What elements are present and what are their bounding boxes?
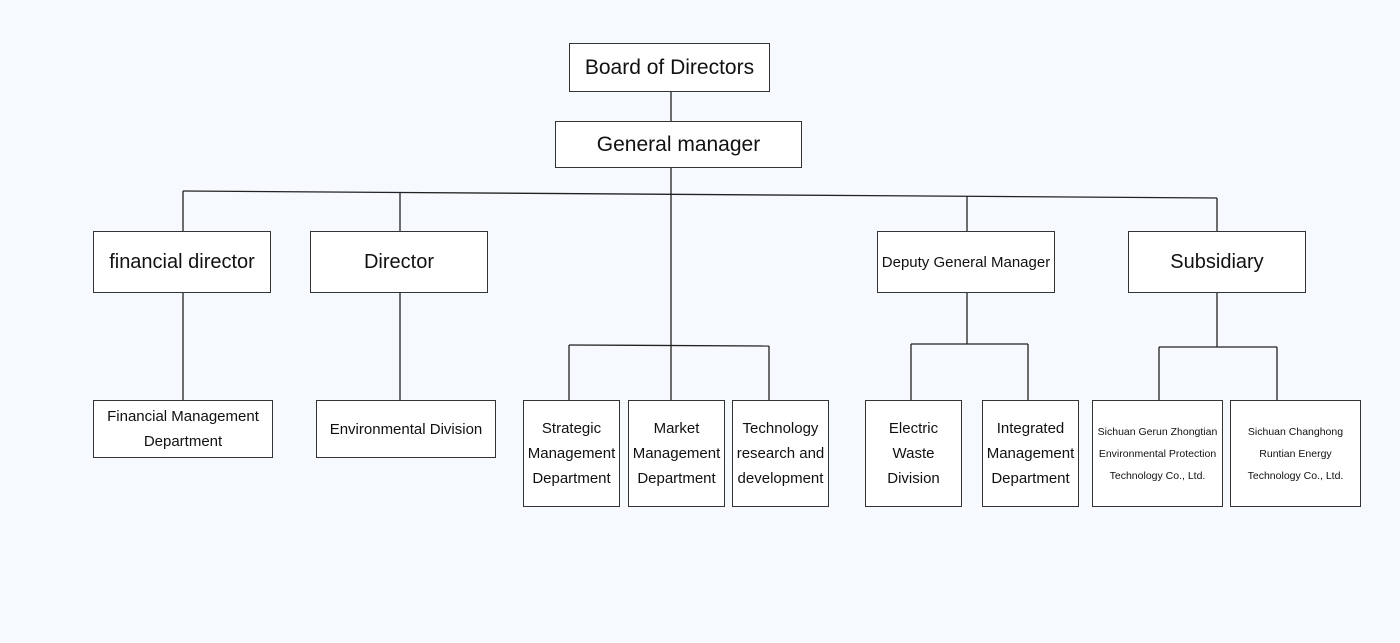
- financial-director-box: financial director: [93, 231, 271, 293]
- general-manager-box: General manager: [555, 121, 802, 168]
- connector-main-bus: [182, 190, 1218, 199]
- environmental-division-box: Environmental Division: [316, 400, 496, 458]
- general-manager-label: General manager: [596, 132, 761, 156]
- director-label: Director: [363, 250, 434, 273]
- connector-gm-branch: [568, 344, 770, 347]
- board-of-directors-label: Board of Directors: [584, 55, 755, 79]
- strategic-management-department-label: Strategic Management Department: [527, 420, 616, 487]
- deputy-general-manager-label: Deputy General Manager: [881, 253, 1051, 271]
- market-management-department-label: Market Management Department: [632, 420, 721, 487]
- financial-management-department-box: Financial Management Department: [93, 400, 273, 458]
- technology-rd-label: Technology research and development: [736, 420, 825, 487]
- deputy-general-manager-box: Deputy General Manager: [877, 231, 1055, 293]
- technology-rd-box: Technology research and development: [732, 400, 829, 507]
- financial-management-department-label: Financial Management Department: [107, 408, 259, 450]
- integrated-management-department-label: Integrated Management Department: [986, 420, 1075, 487]
- electric-waste-division-box: Electric Waste Division: [865, 400, 962, 507]
- subsidiary-label: Subsidiary: [1170, 250, 1264, 273]
- director-box: Director: [310, 231, 488, 293]
- strategic-management-department-box: Strategic Management Department: [523, 400, 620, 507]
- sichuan-changhong-label: Sichuan Changhong Runtian Energy Technol…: [1247, 425, 1344, 482]
- board-of-directors-box: Board of Directors: [569, 43, 770, 92]
- financial-director-label: financial director: [109, 250, 255, 273]
- sichuan-gerun-label: Sichuan Gerun Zhongtian Environmental Pr…: [1097, 425, 1218, 482]
- sichuan-changhong-box: Sichuan Changhong Runtian Energy Technol…: [1230, 400, 1361, 507]
- environmental-division-label: Environmental Division: [329, 420, 483, 438]
- integrated-management-department-box: Integrated Management Department: [982, 400, 1079, 507]
- electric-waste-division-label: Electric Waste Division: [887, 420, 940, 487]
- market-management-department-box: Market Management Department: [628, 400, 725, 507]
- sichuan-gerun-box: Sichuan Gerun Zhongtian Environmental Pr…: [1092, 400, 1223, 507]
- subsidiary-box: Subsidiary: [1128, 231, 1306, 293]
